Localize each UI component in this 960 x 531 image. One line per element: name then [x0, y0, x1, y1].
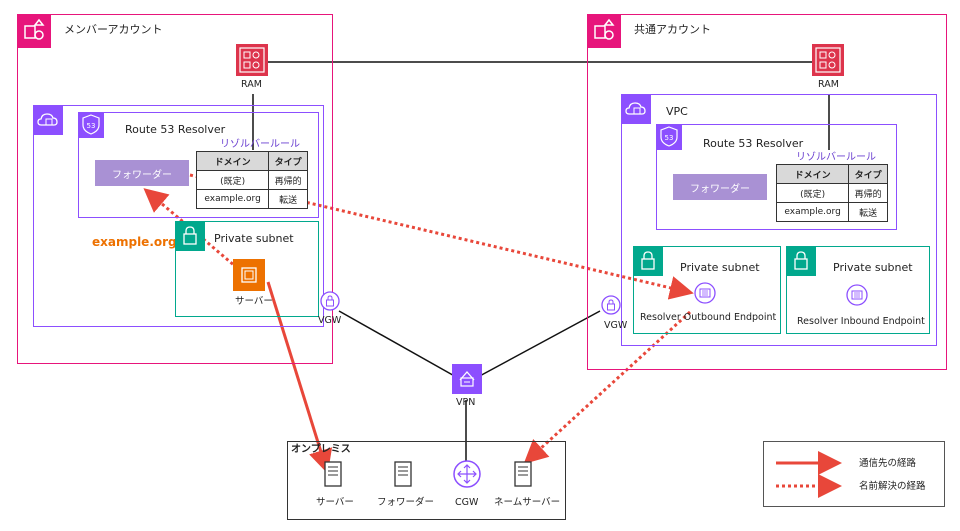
rules-cell: example.org	[195, 189, 270, 209]
onprem-group: オンプレミス	[287, 441, 566, 520]
server-icon	[514, 461, 532, 487]
shared-resolver-title: Route 53 Resolver	[703, 137, 804, 150]
route53-icon: 53	[656, 124, 682, 150]
onprem-server-label: サーバー	[316, 497, 354, 508]
member-forwarder: フォワーダー	[95, 160, 189, 186]
shared-account-title: 共通アカウント	[634, 23, 711, 36]
ram-label: RAM	[241, 79, 262, 90]
member-account-group: メンバーアカウント	[17, 14, 333, 364]
rules-cell: 再帰的	[848, 183, 888, 203]
shared-account-group: 共通アカウント	[587, 14, 947, 370]
ram-icon	[236, 44, 268, 76]
lock-icon	[175, 221, 205, 251]
shared-private-subnet-outbound: Private subnet	[633, 246, 781, 334]
account-icon	[17, 14, 51, 48]
legend-dotted-label: 名前解決の経路	[859, 481, 926, 492]
shared-private-subnet-inbound: Private subnet	[786, 246, 930, 334]
lock-icon	[786, 246, 816, 276]
member-vgw-label: VGW	[318, 315, 342, 326]
member-account-title: メンバーアカウント	[64, 23, 163, 36]
shared-resolver-group: 53 Route 53 Resolver リゾルバールール	[656, 124, 897, 230]
shared-forwarder: フォワーダー	[673, 174, 767, 200]
rules-header-type: タイプ	[268, 151, 308, 171]
shared-resolver-rules-label: リゾルバールール	[796, 152, 876, 163]
ram-label: RAM	[818, 79, 839, 90]
route53-icon: 53	[78, 112, 104, 138]
vgw-icon	[601, 295, 621, 315]
rules-header-domain: ドメイン	[195, 151, 270, 171]
vpn-icon	[452, 364, 482, 394]
onprem-cgw-label: CGW	[455, 497, 479, 508]
rules-header-type: タイプ	[848, 164, 888, 184]
legend-solid-label: 通信先の経路	[859, 458, 917, 469]
rules-cell: (既定)	[195, 170, 270, 190]
outbound-endpoint-label: Resolver Outbound Endpoint	[640, 312, 777, 323]
ram-icon	[812, 44, 844, 76]
inbound-endpoint-label: Resolver Inbound Endpoint	[797, 316, 925, 327]
outbound-subnet-label: Private subnet	[680, 261, 760, 274]
traffic-route-arrow	[266, 281, 333, 474]
member-resolver-rules-label: リゾルバールール	[220, 139, 300, 150]
rules-cell: (既定)	[775, 183, 850, 203]
resolver-endpoint-icon	[846, 284, 868, 306]
onprem-title: オンプレミス	[291, 444, 351, 455]
vpn-label: VPN	[456, 397, 476, 408]
rules-cell: 転送	[268, 189, 308, 209]
member-server-label: サーバー	[235, 296, 273, 307]
vpc-icon	[33, 105, 63, 135]
onprem-forwarder-label: フォワーダー	[377, 497, 435, 508]
rules-header-domain: ドメイン	[775, 164, 850, 184]
rules-cell: example.org	[775, 202, 850, 222]
inbound-subnet-label: Private subnet	[833, 261, 913, 274]
member-resolver-group: 53 Route 53 Resolver リゾルバールール	[78, 112, 319, 218]
account-icon	[587, 14, 621, 48]
server-icon	[324, 461, 342, 487]
member-subnet-label: Private subnet	[214, 232, 294, 245]
ec2-server-icon	[233, 259, 265, 291]
shared-vpc-group: VPC	[621, 94, 937, 346]
vpn-line-right	[475, 310, 601, 379]
onprem-nameserver-label: ネームサーバー	[494, 497, 561, 508]
resolve-route-outbound-to-nameserver	[523, 310, 692, 465]
vpc-icon	[621, 94, 651, 124]
cgw-icon	[453, 460, 481, 488]
vpn-line-left	[338, 310, 459, 379]
legend-box: 通信先の経路 名前解決の経路	[763, 441, 945, 507]
svg-text:53: 53	[87, 122, 96, 130]
resolver-endpoint-icon	[694, 282, 716, 304]
server-icon	[394, 461, 412, 487]
example-domain-label: example.org	[92, 235, 177, 249]
svg-text:53: 53	[665, 134, 674, 142]
rules-cell: 転送	[848, 202, 888, 222]
vgw-icon	[320, 291, 340, 311]
member-private-subnet: Private subnet	[175, 221, 319, 317]
shared-vpc-label: VPC	[666, 105, 688, 118]
rules-cell: 再帰的	[268, 170, 308, 190]
shared-vgw-label: VGW	[604, 320, 628, 331]
member-resolver-title: Route 53 Resolver	[125, 123, 226, 136]
lock-icon	[633, 246, 663, 276]
member-vpc-group	[33, 105, 324, 327]
